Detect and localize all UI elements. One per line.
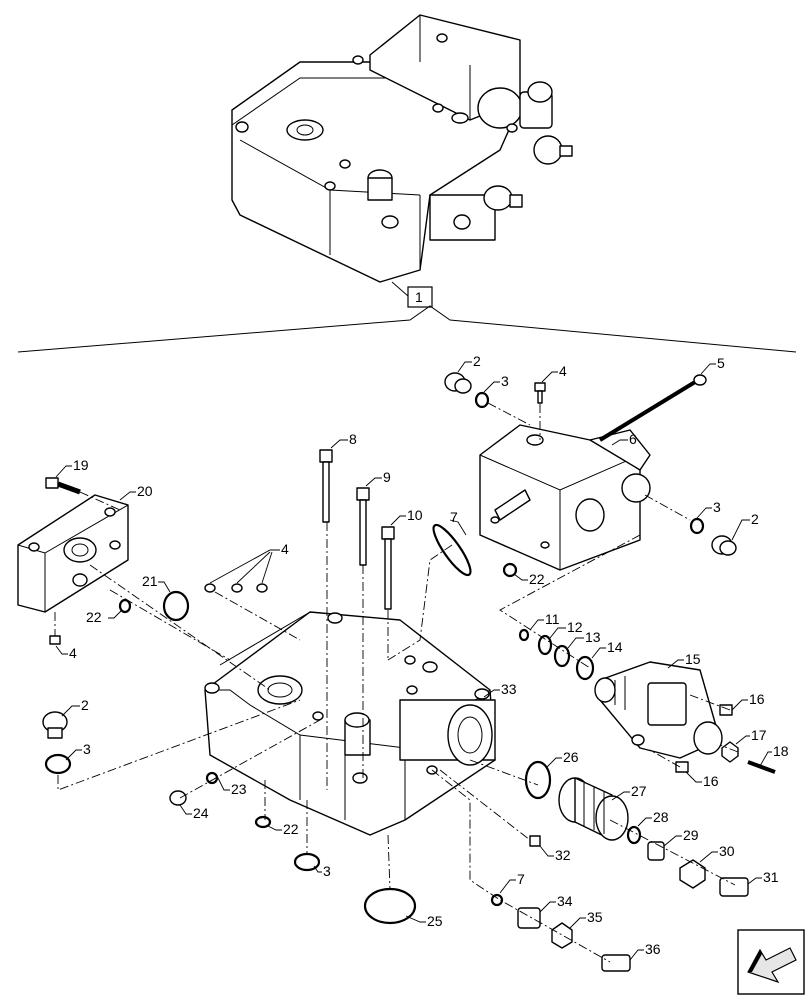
- callout-15: 15: [685, 651, 701, 667]
- callout-3-top: 3: [501, 373, 509, 389]
- callout-16-top: 16: [749, 691, 765, 707]
- callout-8: 8: [349, 431, 357, 447]
- cover-plate-20: [17, 494, 129, 613]
- callout-33: 33: [501, 681, 517, 697]
- callout-24: 24: [193, 805, 209, 821]
- callout-2-left: 2: [81, 697, 89, 713]
- callout-30: 30: [719, 843, 735, 859]
- callout-3-right: 3: [713, 499, 721, 515]
- callout-7-top: 7: [450, 509, 458, 525]
- callout-25: 25: [427, 913, 443, 929]
- small-parts: [42, 372, 776, 972]
- leader-lines: [55, 361, 772, 961]
- callout-34: 34: [557, 893, 573, 909]
- callout-11: 11: [545, 611, 560, 627]
- callout-27: 27: [631, 783, 647, 799]
- callout-23: 23: [231, 781, 247, 797]
- view-direction-arrow-icon: [737, 929, 805, 995]
- sub-block-6: [479, 424, 651, 571]
- callout-19: 19: [73, 457, 89, 473]
- valve-body-33: [204, 611, 496, 836]
- callout-3-bottom: 3: [323, 863, 331, 879]
- solenoid-valve-15: [594, 661, 723, 759]
- callout-28: 28: [653, 809, 669, 825]
- callout-9: 9: [383, 469, 391, 485]
- callout-32: 32: [555, 847, 571, 863]
- callout-26: 26: [563, 749, 579, 765]
- callout-31: 31: [763, 869, 779, 885]
- assembly-callout: 1: [17, 281, 797, 353]
- callout-35: 35: [587, 909, 603, 925]
- callout-6: 6: [629, 431, 637, 447]
- callout-5: 5: [717, 355, 725, 371]
- callout-4-top: 4: [559, 363, 567, 379]
- callout-21: 21: [142, 573, 158, 589]
- callout-10: 10: [407, 507, 423, 523]
- callout-3-left: 3: [83, 741, 91, 757]
- callout-29: 29: [683, 827, 699, 843]
- callout-20: 20: [137, 483, 153, 499]
- callout-labels: 2 3 4 5 6 3 2 7 22 8 9 10 19 20 4 21 22 …: [69, 353, 789, 957]
- callout-18: 18: [773, 743, 789, 759]
- assembly-lines: [54, 402, 739, 963]
- callout-13: 13: [585, 629, 601, 645]
- callout-36: 36: [645, 941, 661, 957]
- callout-16-bottom: 16: [703, 773, 719, 789]
- callout-4-mid: 4: [281, 541, 289, 557]
- callout-2-right: 2: [751, 511, 759, 527]
- callout-22-left: 22: [86, 609, 102, 625]
- callout-4-left: 4: [69, 645, 77, 661]
- assembled-valve-view: [231, 14, 573, 283]
- callout-22-top: 22: [529, 571, 545, 587]
- callout-17: 17: [751, 727, 767, 743]
- callout-12: 12: [567, 619, 583, 635]
- filter-27: [558, 777, 629, 841]
- assembly-label: 1: [415, 289, 423, 305]
- callout-2-top: 2: [473, 353, 481, 369]
- callout-14: 14: [607, 639, 623, 655]
- callout-7-bottom: 7: [517, 871, 525, 887]
- callout-22-bottom: 22: [283, 821, 299, 837]
- seal-rings: [44, 391, 705, 925]
